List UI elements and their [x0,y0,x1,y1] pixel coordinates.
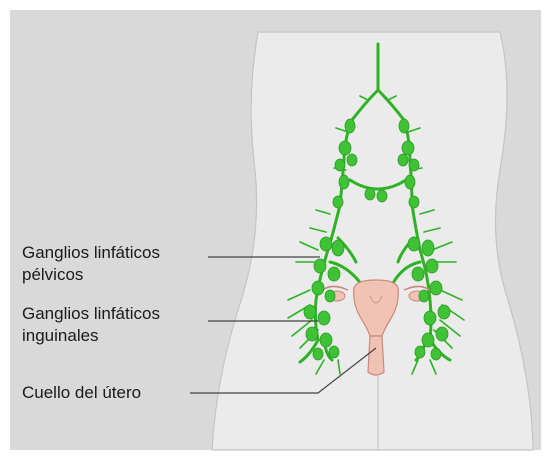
lymph-node [415,346,425,358]
lymph-node [430,281,442,295]
lymph-node [409,196,419,208]
lymph-node [365,188,375,200]
cervix-label: Cuello del útero [22,383,141,402]
lymph-node [377,190,387,202]
lymph-node [438,305,450,319]
lymph-node [426,259,438,273]
lymph-node [412,267,424,281]
lymph-node [313,348,323,360]
lymph-node [339,141,351,155]
lymph-node [306,327,318,341]
lymph-node [419,290,429,302]
lymph-node [320,237,332,251]
lymph-node [345,119,355,133]
lymph-node [333,196,343,208]
lymph-node [335,159,345,171]
lymph-node [424,311,436,325]
lymph-node [329,346,339,358]
lymph-node [318,311,330,325]
lymph-node [304,305,316,319]
lymph-node [398,154,408,166]
lymph-node [422,240,434,256]
lymph-node [402,141,414,155]
inguinal-label-line-2: inguinales [22,326,99,345]
lymph-node [408,237,420,251]
lymph-node [409,159,419,171]
lymph-node [399,119,409,133]
inguinal-label-line-1: Ganglios linfáticos [22,304,160,323]
cervix-shape [368,336,384,375]
lymph-node [312,281,324,295]
lymph-node [314,259,326,273]
lymph-node [339,175,349,189]
lymph-node [325,290,335,302]
pelvic-label-line-1: Ganglios linfáticos [22,243,160,262]
lymph-node [431,348,441,360]
lymph-node [422,333,434,347]
lymph-node [332,240,344,256]
lymph-node [405,175,415,189]
lymph-node [320,333,332,347]
lymph-node [436,327,448,341]
lymph-node [328,267,340,281]
lymph-node [347,154,357,166]
pelvic-label-line-2: pélvicos [22,265,83,284]
